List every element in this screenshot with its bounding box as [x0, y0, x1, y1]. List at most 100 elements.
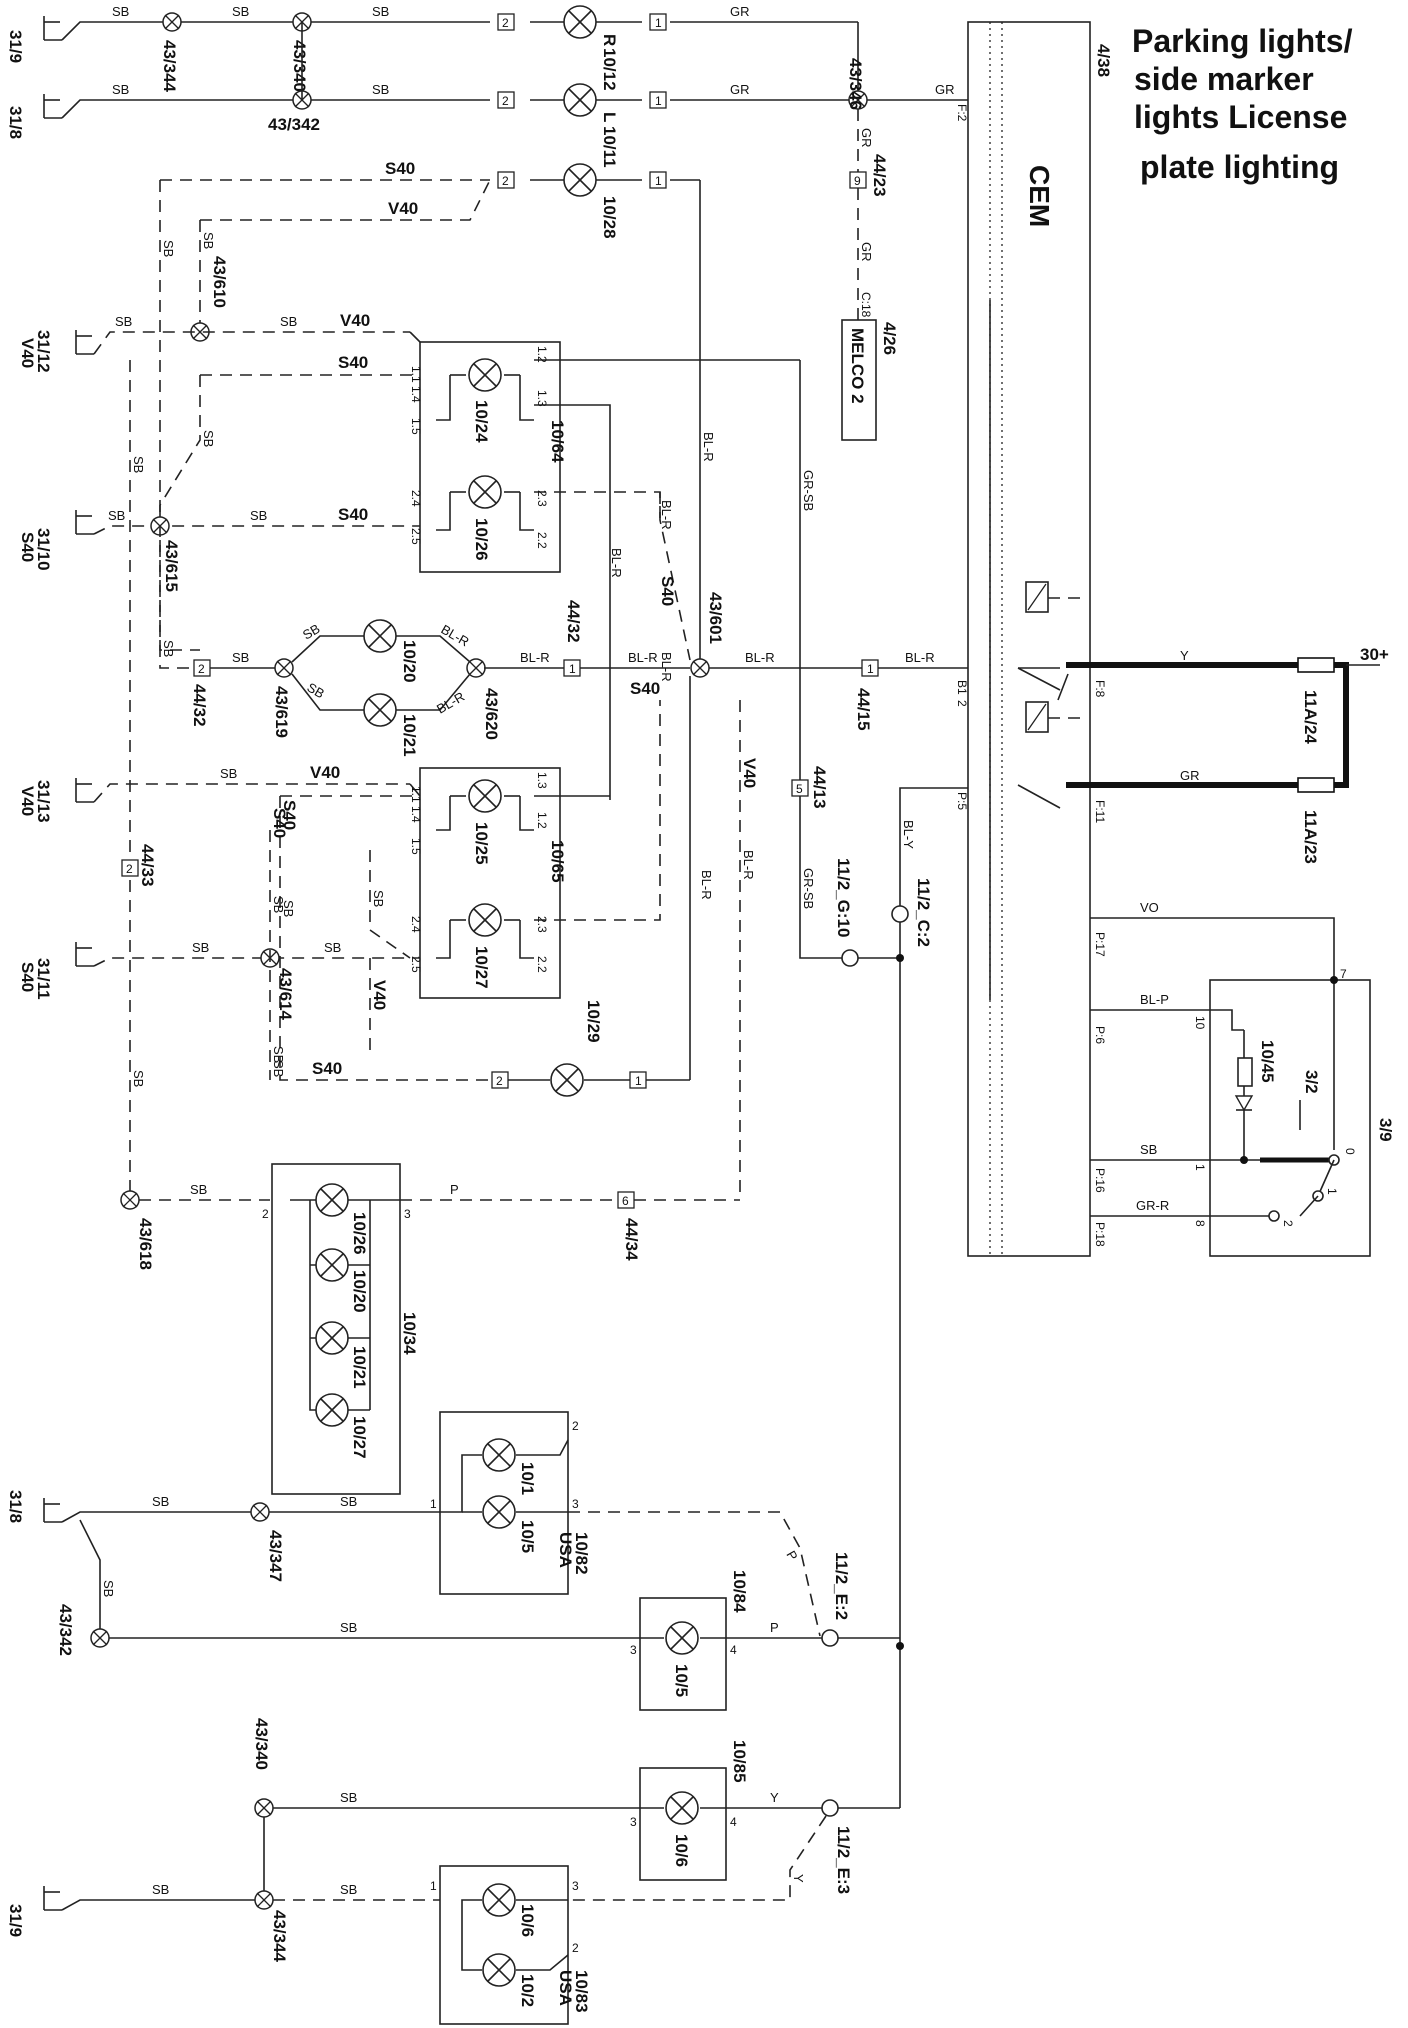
connector-label-44-33: 44/33 — [138, 844, 157, 887]
terminal-num: 5 — [796, 782, 803, 796]
title-line-1: Parking lights/ — [1132, 23, 1353, 59]
lamp-mark-l: L — [600, 112, 619, 122]
lamp-label-10-25: 10/25 — [472, 822, 491, 865]
wire-vo: VO — [1140, 900, 1159, 915]
ground-model-v40-1: V40 — [18, 338, 37, 368]
wire-sb-18: SB — [220, 766, 237, 781]
wire-sb-13: SB — [250, 508, 267, 523]
cem-relay-2 — [1025, 701, 1080, 733]
title-line-3: lights License — [1134, 99, 1347, 135]
splice-43-344-top — [162, 12, 182, 32]
terminal-1-row3: 1 — [649, 171, 667, 189]
terminal-2-row3: 2 — [497, 171, 515, 189]
wire-sb-14: SB — [161, 640, 176, 657]
lamp-label-10-11: 10/11 — [600, 126, 619, 168]
title-line-2: side marker — [1134, 61, 1314, 97]
pin-1-1-b: 1.1 — [409, 786, 423, 803]
pin-1-sw: 1 — [1193, 1164, 1207, 1171]
lamp-label-10-1: 10/1 — [518, 1462, 537, 1495]
cem-pin-p16: P:16 — [1093, 1168, 1107, 1193]
lamp-label-10-2: 10/2 — [518, 1974, 537, 2007]
cem-relay-1 — [1025, 581, 1080, 701]
model-v40-5: V40 — [740, 758, 759, 788]
melco-pin-c18: C:18 — [859, 292, 873, 318]
melco-label: MELCO 2 — [848, 328, 867, 404]
terminal-num: 1 — [569, 662, 576, 676]
wire-bly: BL-Y — [901, 820, 916, 849]
wire-sb-20: SB — [371, 890, 386, 907]
terminal-num: 2 — [126, 862, 133, 876]
ground-model-v40-2: V40 — [18, 786, 37, 816]
wire-grsb-1: GR-SB — [801, 470, 816, 511]
wire-sb-28: SB — [1140, 1142, 1157, 1157]
splice-label-43-615: 43/615 — [162, 540, 181, 592]
splice-label-43-618: 43/618 — [136, 1218, 155, 1270]
usa-label-2: USA — [556, 1970, 575, 2006]
splice-label-43-340-top: 43/340 — [290, 40, 309, 92]
terminal-num: 9 — [854, 174, 861, 188]
wire-sb-9: SB — [280, 314, 297, 329]
wire-gr-5: GR — [859, 242, 874, 262]
ground-31-8-bottom — [43, 1498, 62, 1523]
terminal-num: 6 — [622, 1194, 629, 1208]
cem-ref: 4/38 — [1094, 44, 1113, 77]
ground-31-11 — [75, 942, 94, 967]
ground-label-31-8-bottom: 31/8 — [6, 1490, 25, 1523]
model-v40-2: V40 — [340, 311, 370, 330]
splice-43-340-bottom — [254, 1798, 274, 1818]
wire-sb-5: SB — [372, 82, 389, 97]
terminal-num: 2 — [502, 16, 509, 30]
ground-label-31-9-bottom: 31/9 — [6, 1904, 25, 1937]
lamp-label-10-28: 10/28 — [600, 196, 619, 239]
usa-label-1: USA — [556, 1532, 575, 1568]
splice-43-619 — [274, 658, 294, 678]
terminal-1-row2: 1 — [649, 91, 667, 109]
cem-pin-2: 2 — [955, 700, 969, 707]
pin-2-10-82: 2 — [572, 1419, 579, 1433]
model-s40-5: S40 — [630, 679, 660, 698]
connector-label-11-2-g10: 11/2_G:10 — [834, 858, 853, 937]
splice-label-43-346: 43/346 — [846, 58, 865, 110]
wire-sb-31: SB — [340, 1494, 357, 1509]
cem-pin-p17: P:17 — [1093, 932, 1107, 957]
cem-module: CEM 4/38 — [967, 21, 1113, 1257]
module-label-10-84: 10/84 — [730, 1570, 749, 1613]
splice-label-43-347: 43/347 — [266, 1530, 285, 1582]
lamp-10-6-a — [665, 1791, 699, 1825]
ground-31-8-top — [43, 94, 62, 119]
module-label-10-65: 10/65 — [548, 840, 567, 883]
lamp-10-12 — [563, 5, 597, 39]
splice-43-620 — [466, 658, 486, 678]
wire-blr-4: BL-R — [520, 650, 550, 665]
pin-1-5-b: 1.5 — [409, 838, 423, 855]
module-label-10-83: 10/83 — [572, 1970, 591, 2013]
splice-label-43-342-top: 43/342 — [268, 115, 320, 134]
wire-p-2: P — [783, 1548, 800, 1563]
fuse-label-2: 11A/23 — [1301, 810, 1320, 864]
wire-sb-16: SB — [300, 621, 323, 643]
ground-label-31-11: 31/11 — [34, 958, 53, 1000]
model-v40-3: V40 — [310, 763, 340, 782]
pin-2-sw: 2 — [1281, 1220, 1295, 1227]
pin-1-10-82: 1 — [430, 1497, 437, 1511]
terminal-num: 1 — [655, 174, 662, 188]
model-s40-8: S40 — [312, 1059, 342, 1078]
lamp-10-5-b — [665, 1621, 699, 1655]
wire-sb-27: SB — [190, 1182, 207, 1197]
terminal-num: 1 — [635, 1074, 642, 1088]
splice-label-43-620: 43/620 — [482, 688, 501, 740]
wire-blr-1: BL-R — [701, 432, 716, 462]
connector-label-44-34: 44/34 — [622, 1218, 641, 1261]
wire-gr-supply: GR — [1180, 768, 1200, 783]
title-line-4: plate lighting — [1140, 149, 1339, 185]
terminal-5: 5 — [791, 779, 809, 797]
wire-gr-1: GR — [730, 4, 750, 19]
wire-sb-19: SB — [281, 900, 296, 917]
pin-4-10-85: 4 — [730, 1815, 737, 1829]
wire-sb-24: SB — [271, 1046, 286, 1063]
module-10-82: 10/82 USA — [439, 1411, 591, 1595]
lamp-label-10-12: 10/12 — [600, 48, 619, 91]
terminal-1-10-29: 1 — [629, 1071, 647, 1089]
wire-sb-7: SB — [201, 232, 216, 249]
